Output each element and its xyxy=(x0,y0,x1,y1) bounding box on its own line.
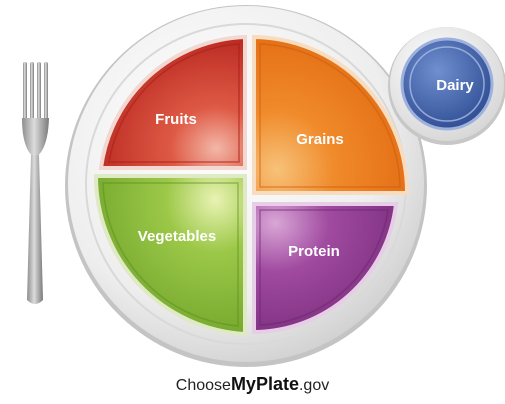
grains-label: Grains xyxy=(296,131,344,148)
vegetables-label: Vegetables xyxy=(138,228,216,245)
logo-prefix: Choose xyxy=(175,377,231,394)
fruits-label: Fruits xyxy=(155,111,197,128)
grains-section: Grains xyxy=(252,34,410,195)
fruits-section: Fruits xyxy=(98,34,247,170)
protein-section: Protein xyxy=(252,202,399,335)
protein-label: Protein xyxy=(288,243,340,260)
logo-suffix: .gov xyxy=(298,377,330,394)
dairy-label: Dairy xyxy=(436,77,474,94)
dairy-cup: Dairy xyxy=(388,27,505,145)
fork-icon xyxy=(22,62,49,304)
myplate-logo-text: ChooseMyPlate.gov xyxy=(0,374,505,395)
vegetables-section: Vegetables xyxy=(93,174,247,337)
logo-brand: MyPlate xyxy=(230,374,299,394)
